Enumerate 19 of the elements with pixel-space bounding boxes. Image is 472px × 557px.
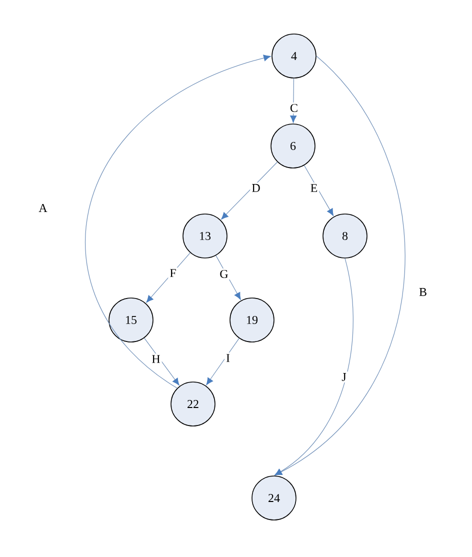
- edge-label: H: [150, 354, 162, 364]
- edge-label: D: [250, 182, 262, 194]
- edge-label: G: [218, 268, 230, 280]
- arrow: [146, 252, 190, 303]
- edge-label: E: [308, 182, 320, 194]
- arrow: [84, 54, 271, 388]
- arrow: [206, 338, 240, 386]
- arrow: [274, 56, 405, 476]
- arrow: [144, 338, 180, 386]
- edge-label: C: [288, 102, 300, 114]
- edge-label: J: [340, 372, 348, 382]
- edge-label: B: [418, 286, 428, 298]
- arrow: [304, 165, 334, 216]
- arrow: [290, 78, 297, 123]
- arrow: [216, 255, 241, 300]
- arrow: [221, 162, 278, 220]
- edge-label: I: [224, 352, 232, 364]
- edge-label: A: [37, 202, 49, 214]
- edge-label: F: [168, 268, 178, 278]
